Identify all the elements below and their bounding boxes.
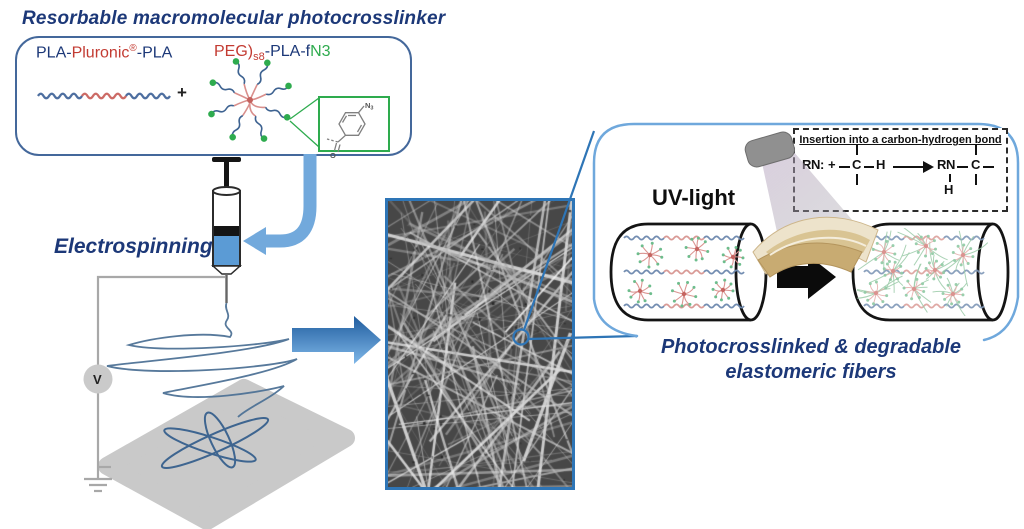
- bond-line: [856, 174, 858, 185]
- magnifier-callout: [512, 130, 638, 346]
- bond-line: [983, 166, 994, 168]
- fiber-jet: [106, 302, 298, 418]
- reaction-arrow-line: [893, 166, 924, 168]
- collector-plate-icon: [98, 379, 355, 529]
- insertion-reaction-inset: Insertion into a carbon-hydrogen bond R …: [793, 128, 1008, 212]
- azide-callout-lines: [289, 97, 320, 148]
- bond-line: [975, 174, 977, 185]
- star-polymer: [208, 58, 292, 142]
- reaction-arrow-head: [923, 160, 934, 173]
- azide-structure-box: [318, 96, 390, 152]
- product-c: C: [971, 157, 981, 172]
- feed-arrow: [243, 154, 317, 255]
- panel-caption: Photocrosslinked & degradable elastomeri…: [596, 335, 1024, 385]
- carbonyl-o-label: O: [330, 151, 336, 160]
- bond-line: [949, 174, 951, 182]
- circuit-wires: [84, 275, 225, 493]
- syringe-icon: [211, 157, 242, 303]
- bond-line: [975, 144, 977, 155]
- colon: :: [820, 157, 825, 172]
- electrospinning-label: Electrospinning: [54, 235, 213, 258]
- bond-line: [864, 166, 874, 168]
- polymer1-label: PLA-Pluronic®-PLA: [36, 43, 173, 62]
- bond-line: [856, 144, 858, 155]
- product-h: H: [944, 182, 954, 197]
- bond-line: [839, 166, 850, 168]
- product-n: N: [946, 157, 956, 172]
- plus: +: [828, 157, 836, 172]
- voltage-source-icon: [83, 364, 113, 394]
- uv-panel-outline: [592, 122, 1020, 342]
- caption-line2: elastomeric fibers: [725, 361, 897, 383]
- triblock-polymer-chain: [37, 92, 171, 100]
- deposited-fibers-scribble: [160, 411, 270, 469]
- bond-line: [957, 166, 968, 168]
- reagent-box: [15, 36, 412, 156]
- fiber-cylinder-after: [851, 222, 1010, 322]
- sem-fiber-image: [388, 201, 572, 487]
- product-r: R: [937, 157, 947, 172]
- uv-light-label: UV-light: [652, 185, 736, 210]
- fiber-cylinder-before: [609, 222, 768, 322]
- polymer2-label: PEG)s8-PLA-fN3: [214, 43, 331, 64]
- sem-micrograph-frame: [385, 198, 575, 490]
- voltage-label: V: [93, 372, 102, 387]
- crosslinking-arrow: [777, 255, 836, 299]
- figure-title: Resorbable macromolecular photocrosslink…: [22, 8, 446, 29]
- caption-line1: Photocrosslinked & degradable: [660, 336, 962, 358]
- process-arrow: [292, 316, 381, 364]
- plus-sign: +: [177, 83, 187, 102]
- polymer-solution: [214, 236, 239, 265]
- carbon-1: C: [852, 157, 862, 172]
- hydrogen-1: H: [876, 157, 886, 172]
- azide-n3-label: N3: [365, 101, 373, 112]
- inset-title: Insertion into a carbon-hydrogen bond: [799, 134, 1002, 146]
- reagent-n: N: [811, 157, 821, 172]
- reagent-r: R: [802, 157, 812, 172]
- benzene-azide-structure: N3 O: [326, 101, 373, 160]
